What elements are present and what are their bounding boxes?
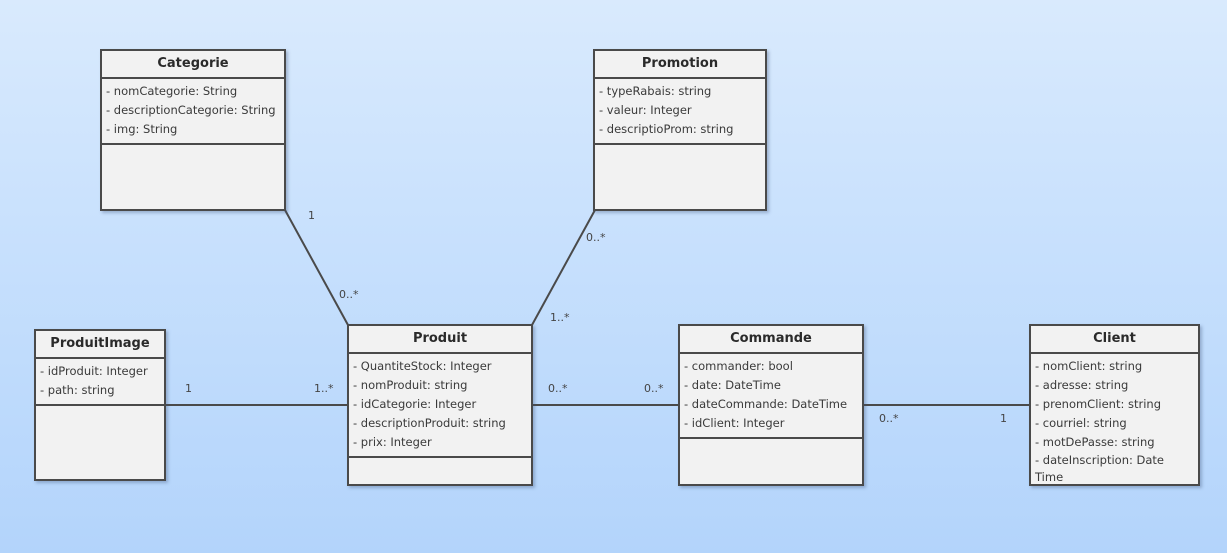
attribute[interactable]: - prenomClient: string — [1035, 397, 1162, 411]
multiplicity-image: 1 — [185, 382, 192, 395]
link-categorie-produit[interactable] — [284, 209, 349, 326]
multiplicity-categorie: 1 — [308, 209, 315, 222]
class-client[interactable]: Client - nomClient: string - adresse: st… — [1029, 324, 1200, 486]
attribute[interactable]: - QuantiteStock: Integer — [353, 359, 492, 373]
attribute[interactable]: - dateCommande: DateTime — [684, 397, 848, 411]
attribute[interactable]: - dateInscription: Date Time — [1035, 453, 1164, 484]
attribute[interactable]: - commander: bool — [684, 359, 793, 373]
attribute[interactable]: - courriel: string — [1035, 416, 1127, 430]
attribute[interactable]: - valeur: Integer — [599, 103, 692, 117]
attribute[interactable]: - nomClient: string — [1035, 359, 1143, 373]
multiplicity-commande: 0..* — [879, 412, 899, 425]
attribute[interactable]: - img: String — [106, 122, 178, 136]
attribute[interactable]: - descriptionCategorie: String — [106, 103, 276, 117]
class-promotion[interactable]: Promotion - typeRabais: string - valeur:… — [593, 49, 767, 211]
attribute[interactable]: - typeRabais: string — [599, 84, 712, 98]
link-promotion-produit[interactable] — [531, 209, 596, 326]
class-categorie[interactable]: Categorie - nomCategorie: String - descr… — [100, 49, 286, 211]
attribute-list: - QuantiteStock: Integer - nomProduit: s… — [349, 354, 531, 458]
attribute[interactable]: - motDePasse: string — [1035, 435, 1155, 449]
attribute-list: - idProduit: Integer - path: string — [36, 359, 164, 406]
multiplicity-promotion: 0..* — [586, 231, 606, 244]
multiplicity-produit: 1..* — [314, 382, 334, 395]
attribute[interactable]: - nomProduit: string — [353, 378, 468, 392]
attribute[interactable]: - date: DateTime — [684, 378, 781, 392]
attribute[interactable]: - prix: Integer — [353, 435, 432, 449]
class-produit[interactable]: Produit - QuantiteStock: Integer - nomPr… — [347, 324, 533, 486]
multiplicity-produit: 1..* — [550, 311, 570, 324]
multiplicity-produit: 0..* — [548, 382, 568, 395]
attribute[interactable]: - descriptioProm: string — [599, 122, 734, 136]
class-name: Client — [1031, 326, 1198, 354]
class-name: Produit — [349, 326, 531, 354]
attribute[interactable]: - adresse: string — [1035, 378, 1129, 392]
multiplicity-client: 1 — [1000, 412, 1007, 425]
multiplicity-commande: 0..* — [644, 382, 664, 395]
attribute[interactable]: - nomCategorie: String — [106, 84, 238, 98]
attribute[interactable]: - descriptionProduit: string — [353, 416, 506, 430]
multiplicity-produit: 0..* — [339, 288, 359, 301]
attribute[interactable]: - idProduit: Integer — [40, 364, 148, 378]
class-name: Promotion — [595, 51, 765, 79]
attribute[interactable]: - path: string — [40, 383, 115, 397]
class-name: ProduitImage — [36, 331, 164, 359]
class-name: Commande — [680, 326, 862, 354]
attribute-list: - nomCategorie: String - descriptionCate… — [102, 79, 284, 145]
class-produit-image[interactable]: ProduitImage - idProduit: Integer - path… — [34, 329, 166, 481]
attribute[interactable]: - idClient: Integer — [684, 416, 785, 430]
class-commande[interactable]: Commande - commander: bool - date: DateT… — [678, 324, 864, 486]
attribute[interactable]: - idCategorie: Integer — [353, 397, 477, 411]
attribute-list: - nomClient: string - adresse: string - … — [1031, 354, 1198, 484]
class-name: Categorie — [102, 51, 284, 79]
attribute-list: - typeRabais: string - valeur: Integer -… — [595, 79, 765, 145]
attribute-list: - commander: bool - date: DateTime - dat… — [680, 354, 862, 439]
